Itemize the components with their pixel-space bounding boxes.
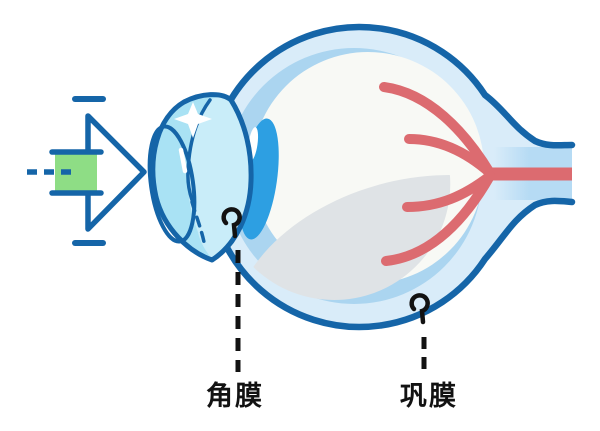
sclera-marker-curl [409,293,430,325]
vessel-branch-upper-middle [404,134,495,178]
cornea-inner-dashed-line [190,200,206,244]
vessel-branch-bottom [381,171,495,266]
eyeball [206,23,576,331]
light-arrow [27,96,147,246]
cornea [147,92,254,263]
sclera-label: 巩膜 [400,381,458,412]
arrow-tail [55,152,97,193]
cornea-label: 角膜 [206,381,264,412]
sclera-leader-line [409,293,430,370]
blood-vessels [379,82,572,266]
cornea-outline [150,92,254,263]
cornea-highlight-stroke [178,147,188,174]
cornea-marker-curl [221,207,242,239]
cornea-leader-line [221,207,242,372]
vessel-branch-top [379,82,495,178]
cornea-fill-light-lobe [187,96,251,259]
sparkle-icon [174,102,212,138]
